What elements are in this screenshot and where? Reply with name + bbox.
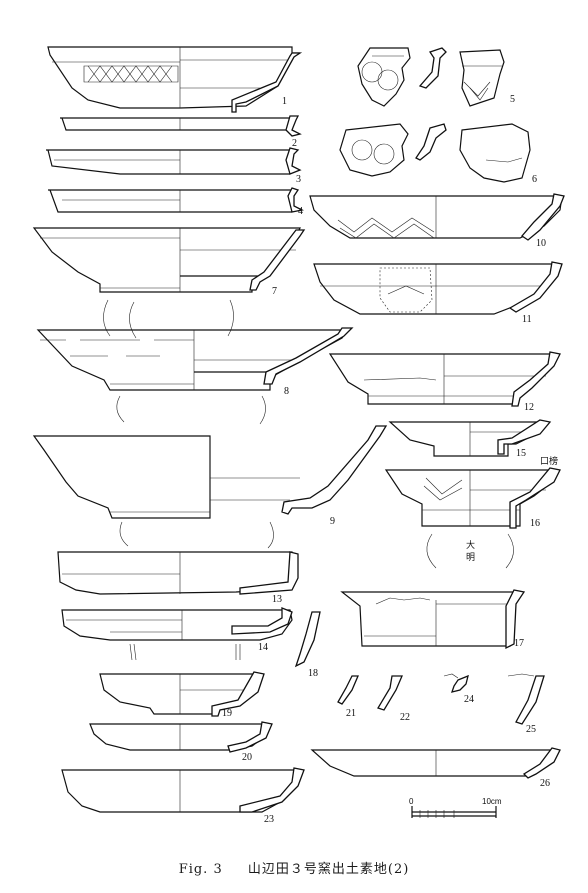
item-number-5: 5 (510, 94, 515, 105)
item-number-17: 17 (514, 638, 524, 649)
vessel-24: 24 (443, 673, 474, 705)
vessel-4: 4 (48, 187, 304, 217)
item-number-7: 7 (272, 286, 277, 297)
vessel-3: 3 (46, 147, 302, 185)
item-number-10: 10 (536, 238, 546, 249)
inscription-item-16-b: 明 (466, 552, 475, 563)
figure-label: Fig. 3 (178, 862, 223, 877)
figure-caption: Fig. 3 山辺田３号窯出土素地(2) (0, 858, 588, 877)
item-number-1: 1 (282, 96, 287, 107)
vessel-26: 26 (310, 747, 561, 789)
item-number-9: 9 (330, 516, 335, 527)
inscription-item-16-a: 大 (466, 539, 475, 551)
item-number-16: 16 (530, 518, 540, 529)
vessel-22: 22 (377, 675, 410, 723)
item-number-21: 21 (346, 708, 356, 719)
vessel-14: 14 (61, 607, 293, 661)
item-number-20: 20 (242, 752, 252, 763)
vessel-7: 7 (32, 227, 306, 339)
vessel-12: 12 (328, 351, 561, 413)
item-number-19: 19 (222, 708, 232, 719)
vessel-9: 9 (32, 425, 388, 549)
item-number-12: 12 (524, 402, 534, 413)
item-number-11: 11 (522, 314, 532, 325)
vessel-10: 10 (309, 193, 565, 249)
item-number-25: 25 (526, 724, 536, 735)
item-number-26: 26 (540, 778, 550, 789)
item-number-14: 14 (258, 642, 268, 653)
item-number-2: 2 (292, 138, 297, 149)
vessel-2: 2 (60, 115, 302, 149)
item-number-15: 15 (516, 448, 526, 459)
vessel-11: 11 (313, 261, 563, 325)
scale-bar: 0 10cm (409, 797, 502, 818)
vessel-13: 13 (57, 551, 299, 605)
item-number-23: 23 (264, 814, 274, 825)
vessel-21: 21 (337, 675, 359, 719)
vessel-23: 23 (61, 767, 305, 825)
vessel-19: 19 (99, 671, 265, 719)
item-number-8: 8 (284, 386, 289, 397)
item-number-4: 4 (298, 206, 303, 217)
item-number-24: 24 (464, 694, 474, 705)
inscription-item-15: 口榜 (540, 455, 558, 467)
vessel-16: 大 明 16 (384, 467, 561, 569)
vessel-25: 25 (507, 673, 545, 735)
vessel-15: 15 口榜 (388, 419, 558, 467)
figure-title: 山辺田３号窯出土素地(2) (247, 862, 410, 877)
vessel-6: 6 (339, 123, 537, 185)
scale-end-label: 10cm (482, 797, 502, 806)
vessel-17: 17 (340, 589, 526, 650)
vessel-18: 18 (294, 611, 321, 679)
item-number-22: 22 (400, 712, 410, 723)
item-number-18: 18 (308, 668, 318, 679)
vessel-20: 20 (89, 721, 273, 763)
item-number-13: 13 (272, 594, 282, 605)
vessel-5: 5 (357, 47, 515, 107)
vessel-8: 8 (36, 327, 354, 425)
item-number-6: 6 (532, 174, 537, 185)
item-number-3: 3 (296, 174, 301, 185)
scale-start-label: 0 (409, 797, 414, 806)
vessel-1: 1 (47, 46, 303, 113)
